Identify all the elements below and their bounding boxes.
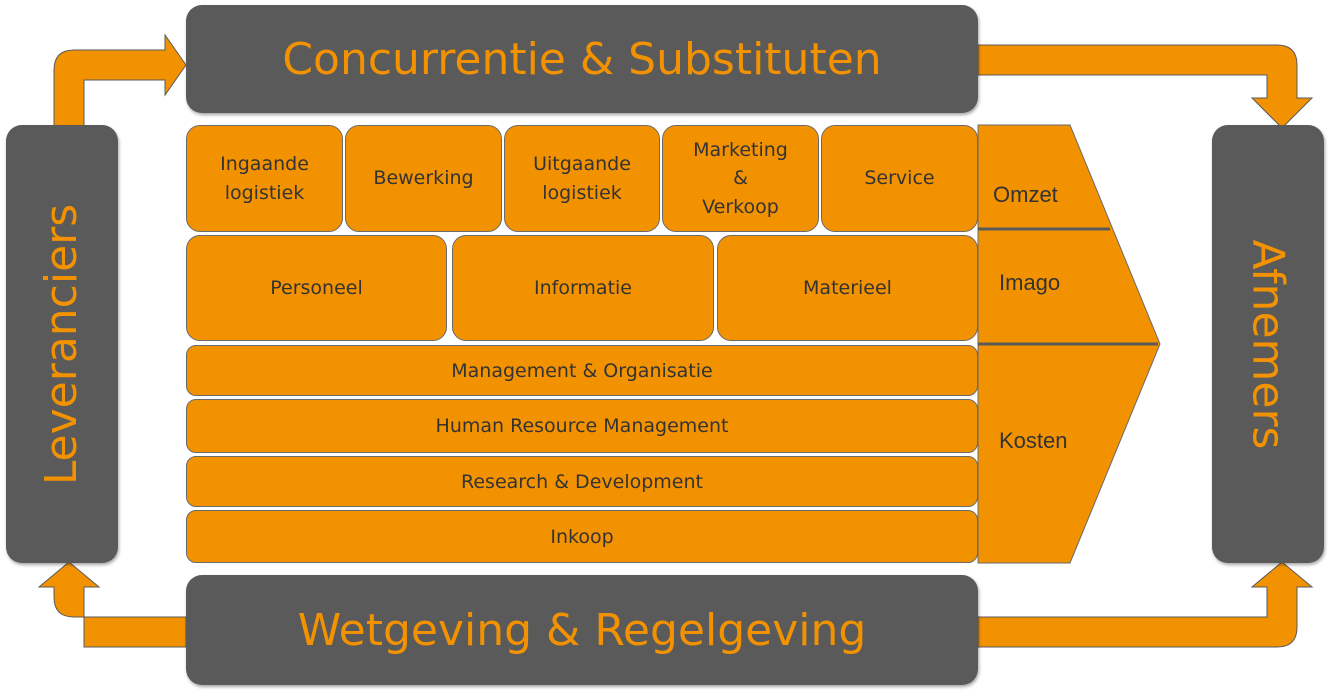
support-human-resource-management: Human Resource Management <box>186 399 978 453</box>
suppliers-box: Leveranciers <box>6 125 118 563</box>
support-management-organisatie: Management & Organisatie <box>186 345 978 396</box>
support-inkoop: Inkoop <box>186 510 978 563</box>
support-research-development: Research & Development <box>186 456 978 507</box>
chevron-imago: Imago <box>999 270 1061 295</box>
arrow-bottom-to-afnemers <box>977 561 1314 648</box>
primary-activity-uitgaande-logistiek: Uitgaande logistiek <box>504 125 660 232</box>
competition-label: Concurrentie & Substituten <box>282 33 882 85</box>
competition-box: Concurrentie & Substituten <box>186 5 978 113</box>
chevron-omzet: Omzet <box>993 182 1058 207</box>
legislation-label: Wetgeving & Regelgeving <box>297 604 867 656</box>
customers-box: Afnemers <box>1212 125 1324 563</box>
primary-activity-service: Service <box>821 125 978 232</box>
chevron-kosten: Kosten <box>999 428 1068 453</box>
arrow-bottom-to-leveranciers <box>37 561 187 648</box>
primary-activity-bewerking: Bewerking <box>345 125 502 232</box>
resource-informatie: Informatie <box>452 235 714 341</box>
resource-materieel: Materieel <box>717 235 978 341</box>
arrow-top-to-afnemers <box>977 44 1314 129</box>
primary-activity-ingaande-logistiek: Ingaande logistiek <box>186 125 343 232</box>
arrow-leveranciers-to-top <box>53 33 187 129</box>
resource-personeel: Personeel <box>186 235 447 341</box>
legislation-box: Wetgeving & Regelgeving <box>186 575 978 685</box>
primary-activity-marketing-verkoop: Marketing & Verkoop <box>662 125 819 232</box>
